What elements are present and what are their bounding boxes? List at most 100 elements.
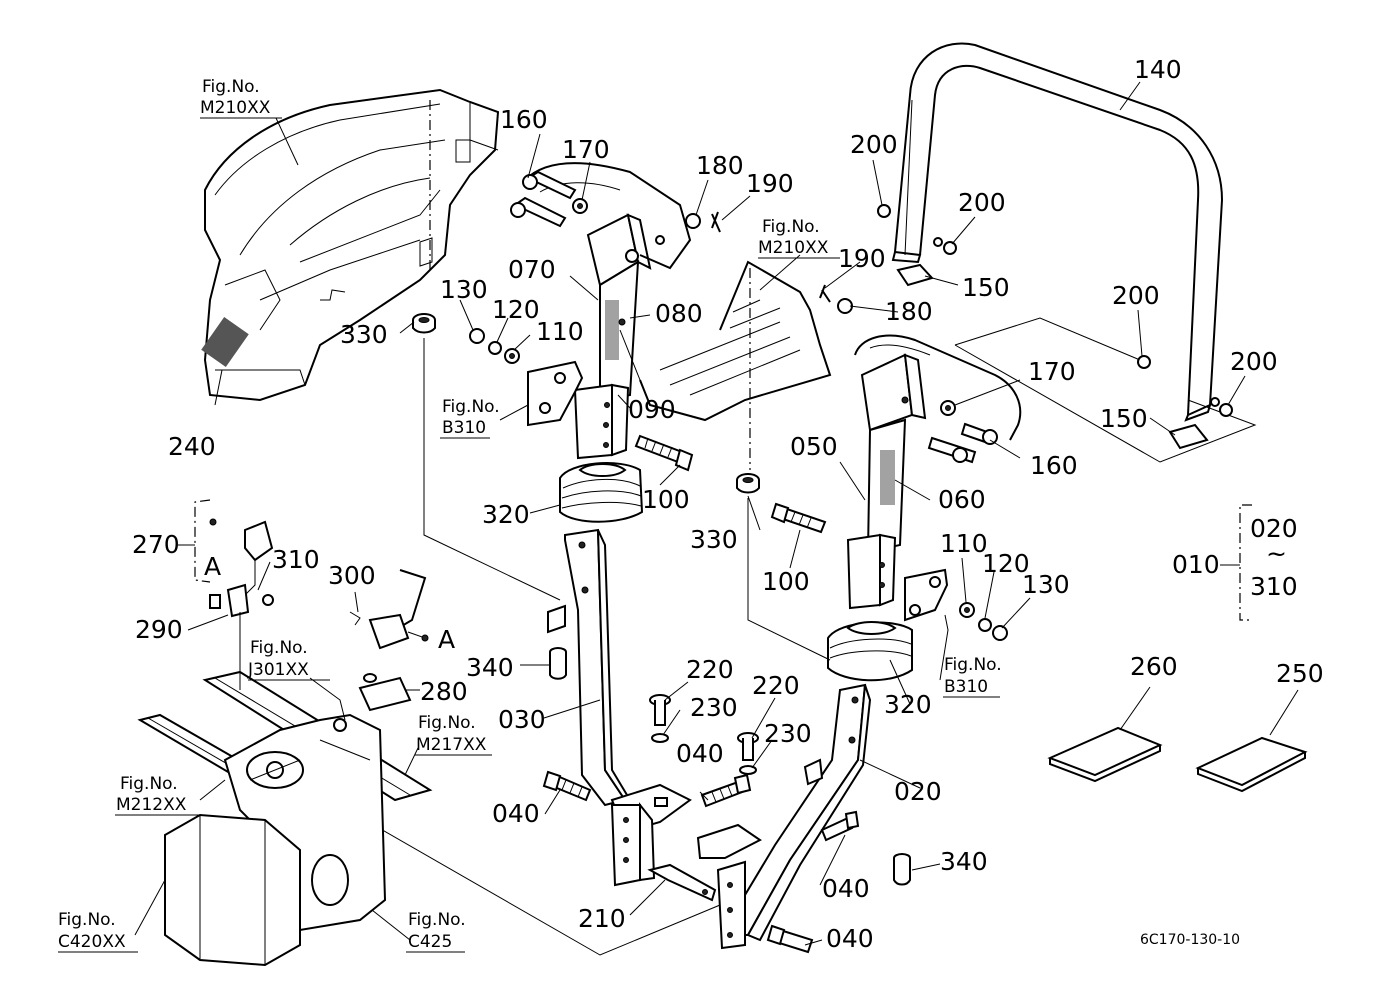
label-110: 110 (940, 529, 988, 558)
fig-ref-underlines (58, 117, 1000, 953)
fig-ref-prefix: Fig.No. (120, 774, 178, 794)
seat-switch-assembly (194, 499, 274, 618)
pin-190-right (819, 284, 831, 303)
label-140: 140 (1134, 55, 1182, 84)
fig-ref-code: B310 (442, 418, 486, 438)
figure-references: Fig.No. M210XX Fig.No. M210XX Fig.No. B3… (58, 77, 1002, 952)
label-240: 240 (168, 432, 216, 461)
range-bracket (1228, 504, 1252, 621)
nut-130-right (992, 625, 1008, 641)
label-030: 030 (498, 705, 546, 734)
bolt-220-a (649, 694, 671, 726)
bolt-040-a (542, 770, 592, 802)
block-150-b (1168, 423, 1209, 450)
bolt-220-b (737, 732, 759, 761)
detail-marker-a: A (204, 552, 221, 581)
label-100: 100 (762, 567, 810, 596)
part-labels: 160 170 180 190 070 080 130 120 110 330 … (132, 55, 1324, 953)
rubber-330-right (736, 473, 760, 494)
label-170: 170 (562, 135, 610, 164)
washer-200-b (943, 241, 957, 255)
label-090: 090 (628, 395, 676, 424)
nut-130-left (469, 328, 485, 344)
fig-ref-code: B310 (944, 677, 988, 697)
label-200: 200 (958, 188, 1006, 217)
bolt-340-b (893, 853, 911, 886)
fig-ref-prefix: Fig.No. (202, 77, 260, 97)
label-290: 290 (135, 615, 183, 644)
washer-200-a (877, 204, 891, 218)
bolt-040-c (820, 810, 860, 842)
label-200: 200 (1230, 347, 1278, 376)
label-310: 310 (272, 545, 320, 574)
label-040: 040 (822, 874, 870, 903)
label-040: 040 (826, 924, 874, 953)
label-330: 330 (690, 525, 738, 554)
range-to: 310 (1250, 572, 1298, 601)
bracket-210 (647, 863, 717, 902)
label-270: 270 (132, 530, 180, 559)
pin-190-left (711, 211, 721, 233)
label-340: 340 (940, 847, 988, 876)
bracket-left (527, 360, 584, 427)
manual-250 (1195, 736, 1308, 793)
label-190: 190 (838, 244, 886, 273)
nut-180-right (837, 298, 853, 314)
fig-ref-code: M210XX (758, 238, 829, 258)
bolt-160-left (510, 170, 577, 228)
label-180: 180 (696, 151, 744, 180)
fig-ref-prefix: Fig.No. (408, 910, 466, 930)
arm-030 (547, 528, 692, 887)
engine-c420 (164, 813, 301, 967)
label-110: 110 (536, 317, 584, 346)
arm-020 (696, 683, 872, 950)
seat-plate (639, 260, 832, 470)
label-200: 200 (850, 130, 898, 159)
label-250: 250 (1276, 659, 1324, 688)
washer-230-b (739, 765, 757, 775)
boot-320-right (827, 621, 913, 682)
diagram-code: 6C170-130-10 (1140, 932, 1240, 948)
fig-ref-prefix: Fig.No. (944, 655, 1002, 675)
fig-ref-code: C425 (408, 932, 452, 952)
label-330: 330 (340, 320, 388, 349)
label-leaders (134, 81, 1299, 946)
fig-ref-code: J301XX (247, 660, 309, 680)
washer-230-a (651, 733, 669, 743)
manual-260 (1047, 726, 1163, 783)
bolt-100-left (634, 434, 694, 472)
support-plate-right (854, 334, 1022, 441)
leader-lines (364, 338, 831, 956)
fender-240 (201, 88, 500, 402)
bolt-340-a (549, 647, 567, 680)
washer-120-left (488, 341, 502, 355)
label-040: 040 (676, 739, 724, 768)
label-130: 130 (440, 275, 488, 304)
block-150-a (896, 263, 934, 287)
label-320: 320 (482, 500, 530, 529)
label-220: 220 (686, 655, 734, 684)
label-130: 130 (1022, 570, 1070, 599)
fig-ref-code: M217XX (416, 735, 487, 755)
label-070: 070 (508, 255, 556, 284)
fig-ref-prefix: Fig.No. (418, 713, 476, 733)
label-060: 060 (938, 485, 986, 514)
boot-320-left (559, 462, 644, 523)
pillar-050 (846, 353, 927, 610)
detail-marker-a: A (438, 625, 455, 654)
label-160: 160 (500, 105, 548, 134)
label-200: 200 (1112, 281, 1160, 310)
rops-frame-140 (891, 42, 1224, 422)
fig-ref-code: M210XX (200, 98, 271, 118)
fig-ref-prefix: Fig.No. (58, 910, 116, 930)
label-320: 320 (884, 690, 932, 719)
washer-120-right (978, 618, 992, 632)
washer-200-d (1219, 403, 1233, 417)
bolt-100-right (770, 502, 827, 534)
label-210: 210 (578, 904, 626, 933)
label-300: 300 (328, 561, 376, 590)
label-010: 010 (1172, 550, 1220, 579)
fig-ref-prefix: Fig.No. (762, 217, 820, 237)
label-170: 170 (1028, 357, 1076, 386)
support-plate-left (524, 162, 692, 270)
